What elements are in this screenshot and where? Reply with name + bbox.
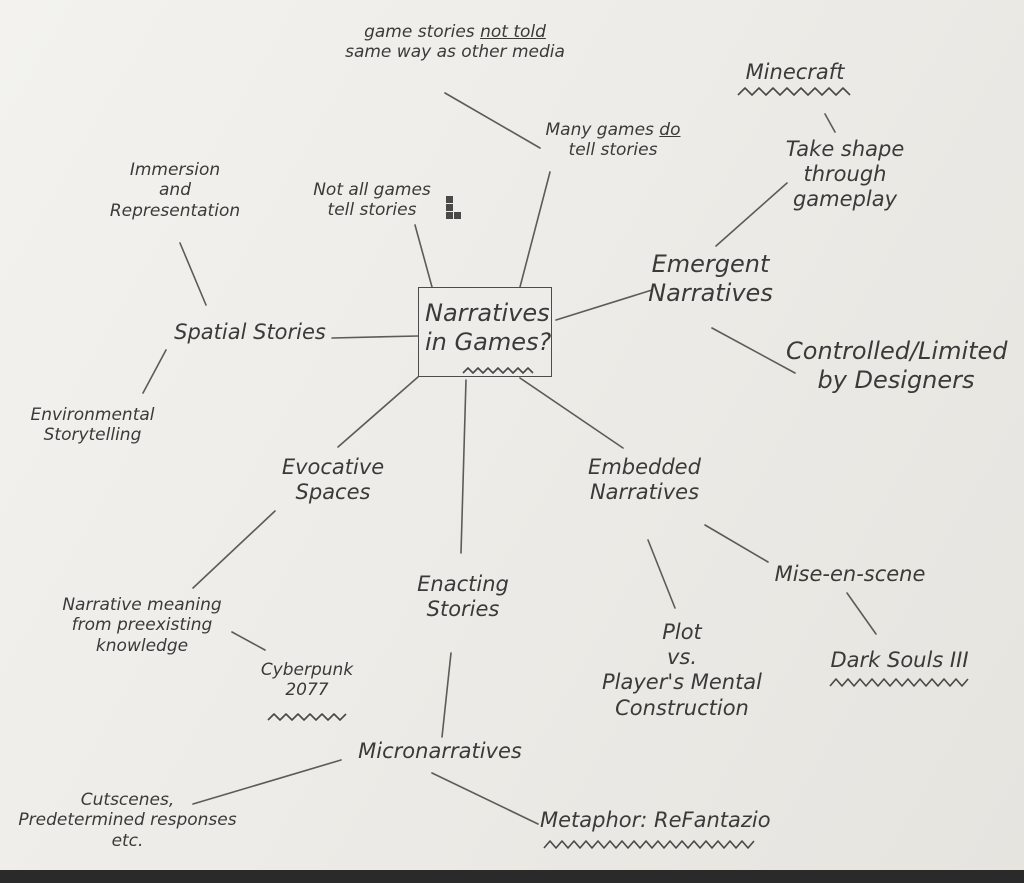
node-many-games-line2: tell stories xyxy=(568,140,658,161)
node-game-stories-line1: game stories not told xyxy=(340,22,570,42)
games-squiggle xyxy=(462,367,534,374)
node-embedded-narratives: Embedded Narratives xyxy=(582,455,707,505)
node-cyberpunk-line1: Cyberpunk xyxy=(260,660,354,680)
node-evocative-spaces: Evocative Spaces xyxy=(268,455,398,505)
node-plot-line3: Player's Mental xyxy=(601,670,763,695)
node-controlled-line2: by Designers xyxy=(817,365,975,394)
node-cutscenes-line3: etc. xyxy=(111,830,144,851)
link-spatial-env xyxy=(142,349,167,394)
node-game-stories: game stories not told same way as other … xyxy=(340,22,570,63)
node-env-line1: Environmental xyxy=(30,405,155,425)
node-cutscenes-line2: Predetermined responses xyxy=(18,810,237,831)
node-env-line2: Storytelling xyxy=(43,425,142,446)
central-topic-question: ? xyxy=(538,327,552,356)
node-embedded-line2: Narratives xyxy=(589,480,700,505)
link-take-emergent xyxy=(715,182,788,247)
node-immersion-line2: and xyxy=(159,180,191,201)
central-topic-games: Games xyxy=(454,327,539,356)
link-many-center xyxy=(519,171,551,288)
node-cutscenes: Cutscenes, Predetermined responses etc. xyxy=(10,790,245,851)
not-told-text: not told xyxy=(480,22,546,42)
link-emergent-controlled xyxy=(711,327,796,374)
node-game-stories-line2: same way as other media xyxy=(345,42,565,63)
node-immersion-line1: Immersion xyxy=(129,160,221,180)
game-stories-text: game stories xyxy=(364,22,481,42)
link-evocative-meaning xyxy=(192,510,276,589)
node-take-shape-line1: Take shape xyxy=(785,137,905,161)
central-topic-line2: in Games? xyxy=(425,327,551,357)
node-emergent-line2: Narratives xyxy=(648,278,773,307)
node-plot-line1: Plot xyxy=(662,620,702,644)
link-center-evocative xyxy=(337,376,419,448)
node-take-shape-line3: gameplay xyxy=(792,187,898,212)
node-embedded-line1: Embedded xyxy=(588,455,701,479)
node-plot-line4: Construction xyxy=(615,695,749,720)
tetris-icon xyxy=(446,196,461,219)
node-spatial-stories: Spatial Stories xyxy=(174,320,326,344)
node-evocative-line1: Evocative xyxy=(281,455,385,479)
node-micronarratives: Micronarratives xyxy=(358,739,522,763)
node-controlled-line1: Controlled/Limited xyxy=(786,337,1008,365)
node-immersion-line3: Representation xyxy=(109,200,241,221)
node-emergent-line1: Emergent xyxy=(651,250,770,278)
link-micro-metaphor xyxy=(431,772,539,825)
node-enacting-line1: Enacting xyxy=(417,572,509,596)
central-topic-in: in xyxy=(425,327,455,356)
metaphor-squiggle xyxy=(543,840,755,849)
node-cyberpunk: Cyberpunk 2077 xyxy=(258,660,356,701)
link-immersion-spatial xyxy=(179,242,207,306)
node-cyberpunk-line2: 2077 xyxy=(285,680,329,701)
node-enacting-stories: Enacting Stories xyxy=(408,572,518,622)
link-notall-center xyxy=(414,224,433,288)
node-take-shape-line2: through xyxy=(803,162,887,187)
link-embedded-mise xyxy=(704,524,769,563)
node-minecraft: Minecraft xyxy=(745,60,845,84)
central-topic-box xyxy=(418,287,552,377)
node-mise-en-scene: Mise-en-scene xyxy=(774,562,926,586)
cyberpunk-squiggle xyxy=(267,713,347,721)
node-environmental-storytelling: Environmental Storytelling xyxy=(25,405,160,446)
node-metaphor-refantazio: Metaphor: ReFantazio xyxy=(540,808,771,832)
table-edge xyxy=(0,870,1024,883)
link-micro-cut xyxy=(192,759,342,805)
node-cutscenes-line1: Cutscenes, xyxy=(80,790,175,810)
node-plot-line2: vs. xyxy=(666,645,698,670)
node-dark-souls: Dark Souls III xyxy=(830,648,969,672)
link-minecraft-take xyxy=(824,113,836,133)
node-plot-vs: Plot vs. Player's Mental Construction xyxy=(597,620,767,721)
link-gamestories-many xyxy=(444,92,541,149)
node-evocative-line2: Spaces xyxy=(295,480,371,505)
node-many-games-line1: Many games do xyxy=(533,120,693,140)
node-not-all-games: Not all games tell stories xyxy=(312,180,432,221)
link-meaning-cyber xyxy=(231,631,266,651)
link-embedded-plot xyxy=(647,539,676,609)
link-enacting-micro xyxy=(441,652,452,738)
many-games-text: Many games xyxy=(545,120,660,140)
node-meaning-line2: from preexisting xyxy=(71,615,213,636)
node-meaning-line3: knowledge xyxy=(95,635,189,656)
minecraft-squiggle xyxy=(737,87,851,96)
darksouls-squiggle xyxy=(829,678,969,687)
do-text: do xyxy=(659,120,681,140)
node-many-games: Many games do tell stories xyxy=(533,120,693,161)
node-take-shape: Take shape through gameplay xyxy=(770,137,920,213)
node-narrative-meaning: Narrative meaning from preexisting knowl… xyxy=(52,595,232,656)
link-spatial-center xyxy=(331,335,419,339)
node-immersion: Immersion and Representation xyxy=(105,160,245,221)
node-meaning-line1: Narrative meaning xyxy=(62,595,222,615)
link-mise-dark xyxy=(846,592,877,635)
node-emergent-narratives: Emergent Narratives xyxy=(648,250,773,308)
node-not-all-games-line2: tell stories xyxy=(327,200,417,221)
central-topic-line1: Narratives xyxy=(425,299,550,327)
link-center-embedded xyxy=(519,377,624,449)
central-topic: Narratives in Games? xyxy=(425,299,551,357)
node-controlled-limited: Controlled/Limited by Designers xyxy=(786,337,1008,395)
node-not-all-games-line1: Not all games xyxy=(313,180,431,200)
node-enacting-line2: Stories xyxy=(426,597,500,622)
link-center-enacting xyxy=(460,379,467,554)
link-emergent-center xyxy=(555,289,653,321)
